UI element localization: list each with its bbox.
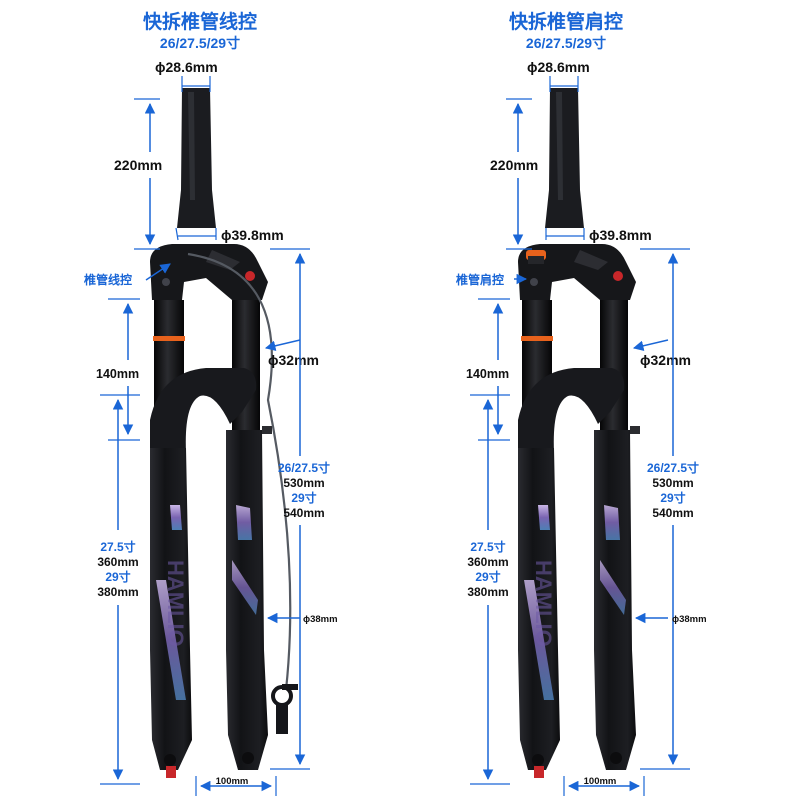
panel-subtitle: 26/27.5/29寸 bbox=[160, 35, 240, 51]
travel-label: 140mm bbox=[96, 367, 139, 381]
lockout-type-label: 椎管肩控 bbox=[455, 272, 504, 287]
lower-29-value: 380mm bbox=[97, 585, 138, 599]
length-29-value: 540mm bbox=[283, 506, 324, 520]
length-26-label: 26/27.5寸 bbox=[647, 460, 699, 475]
lower-29-label: 29寸 bbox=[105, 569, 130, 584]
lower-275-value: 360mm bbox=[97, 555, 138, 569]
panel-crown-lockout: 快拆椎管肩控 26/27.5/29寸 ϕ28.6mm 220mm ϕ39.8mm… bbox=[455, 10, 707, 796]
lower-275-label: 27.5寸 bbox=[100, 539, 135, 554]
lockout-cable bbox=[187, 252, 292, 691]
lockout-type-label: 椎管线控 bbox=[83, 272, 132, 287]
panel-title: 快拆椎管肩控 bbox=[509, 10, 623, 33]
fork-image bbox=[150, 88, 272, 778]
lower-29-label: 29寸 bbox=[475, 569, 500, 584]
panel-remote-lockout: 快拆椎管线控 26/27.5/29寸 ϕ28.6mm 220mm ϕ39.8mm… bbox=[83, 10, 338, 796]
fork-graphic-text: HAMLIO bbox=[163, 560, 188, 647]
length-29-label: 29寸 bbox=[660, 490, 685, 505]
length-26-label: 26/27.5寸 bbox=[278, 460, 330, 475]
axle-width-label: 100mm bbox=[584, 776, 617, 787]
lower-275-value: 360mm bbox=[467, 555, 508, 569]
length-26-value: 530mm bbox=[283, 476, 324, 490]
stanchion-diameter-label: ϕ32mm bbox=[268, 352, 319, 368]
remote-lever-icon bbox=[271, 684, 298, 734]
lower-275-label: 27.5寸 bbox=[470, 539, 505, 554]
travel-label: 140mm bbox=[466, 367, 509, 381]
length-29-value: 540mm bbox=[652, 506, 693, 520]
steerer-length-label: 220mm bbox=[490, 157, 538, 173]
steerer-diameter-label: ϕ28.6mm bbox=[155, 59, 218, 75]
axle-width-label: 100mm bbox=[216, 776, 249, 787]
steerer-diameter-label: ϕ28.6mm bbox=[527, 59, 590, 75]
stanchion-diameter-label: ϕ32mm bbox=[640, 352, 691, 368]
crown-lockout-knob-icon bbox=[526, 250, 546, 264]
steerer-length-label: 220mm bbox=[114, 157, 162, 173]
panel-subtitle: 26/27.5/29寸 bbox=[526, 35, 606, 51]
lower-diameter-label: ϕ38mm bbox=[672, 614, 707, 625]
lower-29-value: 380mm bbox=[467, 585, 508, 599]
crown-diameter-label: ϕ39.8mm bbox=[221, 227, 284, 243]
crown-diameter-label: ϕ39.8mm bbox=[589, 227, 652, 243]
lower-diameter-label: ϕ38mm bbox=[303, 614, 338, 625]
fork-image bbox=[518, 88, 640, 778]
length-26-value: 530mm bbox=[652, 476, 693, 490]
panel-title: 快拆椎管线控 bbox=[143, 10, 257, 33]
length-29-label: 29寸 bbox=[291, 490, 316, 505]
fork-graphic-text: HAMLIO bbox=[531, 560, 556, 647]
